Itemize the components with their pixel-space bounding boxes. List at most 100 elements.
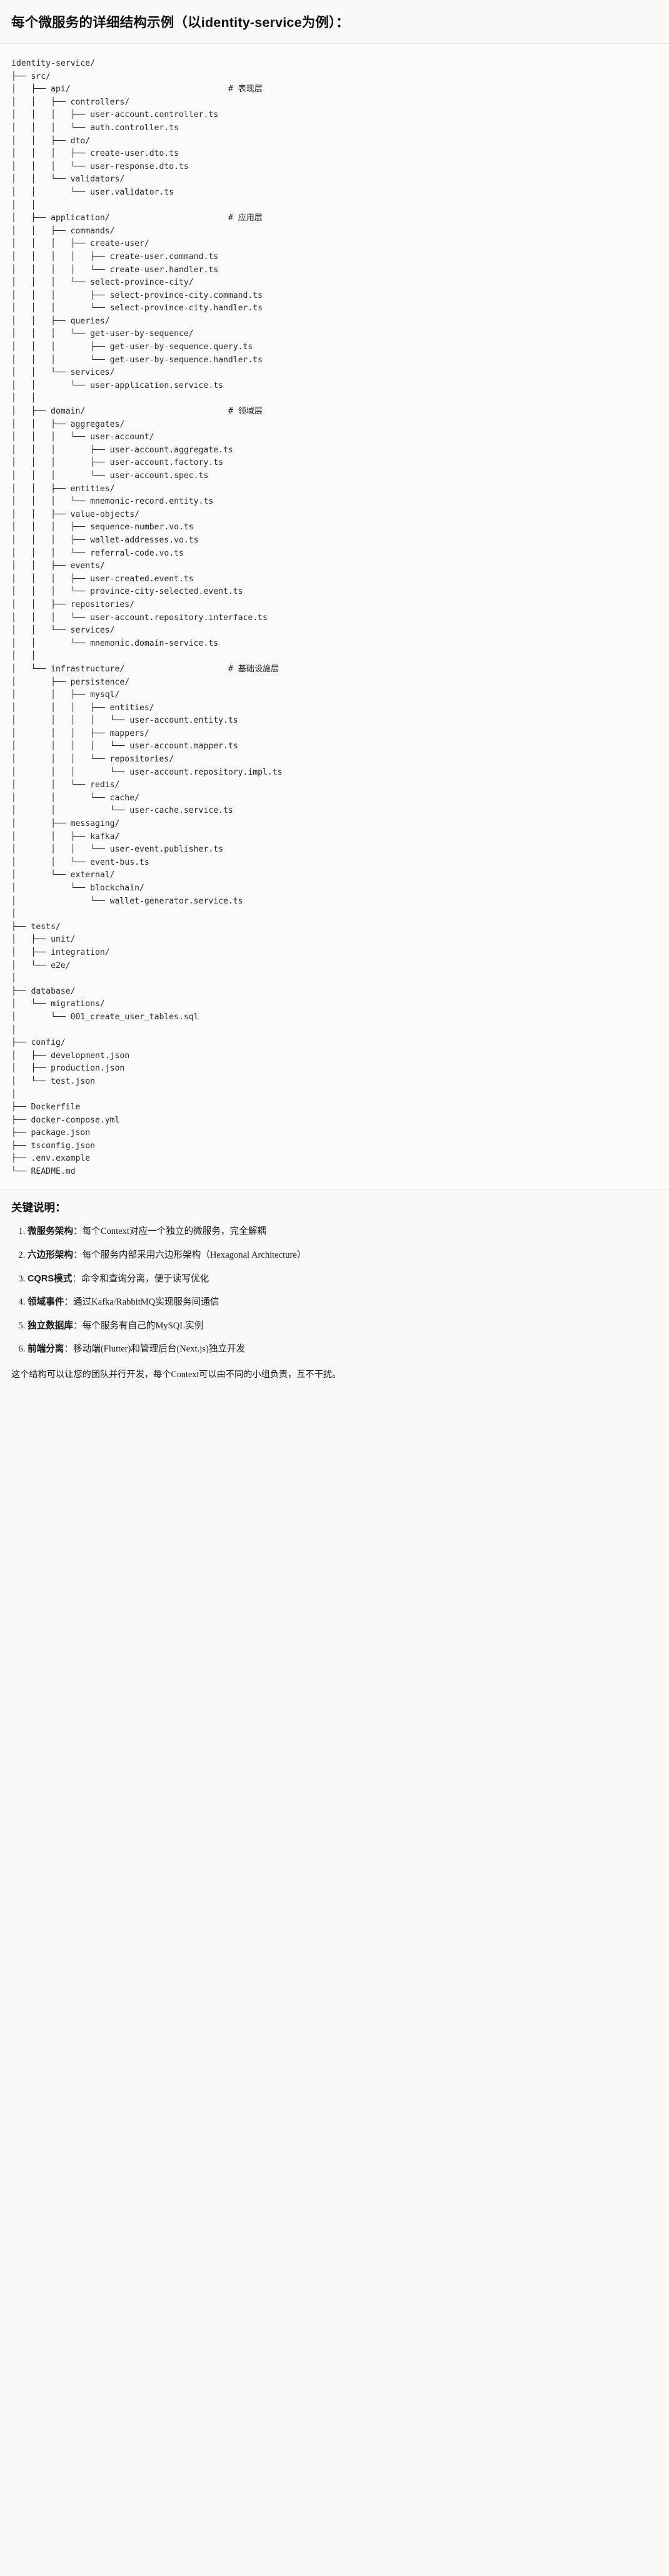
tree-line: │ └── test.json (11, 1077, 95, 1086)
tree-line: │ │ │ └── user-event.publisher.ts (11, 845, 223, 854)
tree-line: │ └── wallet-generator.service.ts (11, 897, 243, 906)
tree-line: │ │ └── validators/ (11, 175, 124, 184)
tree-line-path: │ │ │ ├── user-account.aggregate.ts (11, 445, 233, 455)
tree-line-path: │ │ │ └── user-account.repository.interf… (11, 613, 268, 623)
tree-line: ├── database/ (11, 987, 75, 996)
tree-line: │ ├── development.json (11, 1051, 129, 1061)
key-note-item: 前端分离：移动端(Flutter)和管理后台(Next.js)独立开发 (28, 1342, 658, 1357)
tree-line-path: │ │ │ ├── entities/ (11, 703, 154, 713)
tree-line: │ │ ├── aggregates/ (11, 420, 124, 429)
tree-line-path: │ (11, 909, 16, 919)
key-note-text: ：每个服务有自己的MySQL实例 (73, 1320, 204, 1331)
key-note-item: 六边形架构：每个服务内部采用六边形架构（Hexagonal Architectu… (28, 1248, 658, 1263)
tree-line-path: │ │ (11, 200, 36, 210)
tree-line: ├── src/ (11, 72, 51, 81)
tree-line-path: ├── tsconfig.json (11, 1141, 96, 1151)
tree-line-path: │ ├── unit/ (11, 935, 76, 945)
tree-line: ├── tsconfig.json (11, 1141, 95, 1151)
tree-line-path: │ ├── integration/ (11, 947, 110, 957)
tree-line-path: │ │ │ └── user-event.publisher.ts (11, 845, 223, 855)
tree-line-path: ├── tests/ (11, 922, 61, 932)
tree-line-path: │ │ ├── value-objects/ (11, 509, 139, 519)
tree-line-path: │ │ │ ├── sequence-number.vo.ts (11, 522, 194, 532)
tree-line: │ │ │ ├── entities/ (11, 703, 154, 713)
key-notes-title: 关键说明： (11, 1201, 66, 1214)
tree-line-path: │ │ ├── controllers/ (11, 97, 130, 107)
tree-line: │ │ │ └── user-account.repository.impl.t… (11, 768, 283, 777)
tree-line-path: │ │ │ └── province-city-selected.event.t… (11, 587, 243, 597)
tree-line: │ │ └── event-bus.ts (11, 858, 149, 867)
tree-line: │ │ │ │ └── user-account.entity.ts (11, 716, 238, 725)
tree-line: │ ├── unit/ (11, 935, 75, 944)
key-note-text: ：命令和查询分离，便于读写优化 (72, 1273, 209, 1284)
tree-line: │ │ │ └── get-user-by-sequence.handler.t… (11, 355, 263, 365)
tree-line-path: │ (11, 974, 16, 984)
key-note-label: 独立数据库 (28, 1320, 73, 1331)
tree-line: │ │ │ └── mnemonic-record.entity.ts (11, 497, 213, 506)
tree-line-path: │ (11, 1089, 16, 1099)
tree-line-path: │ │ │ └── user-response.dto.ts (11, 161, 189, 171)
tree-line: identity-service/ (11, 59, 95, 68)
tree-line: │ │ │ ├── user-account.aggregate.ts (11, 445, 233, 455)
tree-line: │ │ │ └── repositories/ (11, 755, 174, 764)
tree-line: │ ├── persistence/ (11, 678, 129, 687)
tree-line: │ │ ├── controllers/ (11, 98, 129, 107)
tree-line: ├── .env.example (11, 1154, 90, 1163)
tree-line-path: │ │ ├── events/ (11, 561, 105, 571)
tree-line-path: │ │ ├── dto/ (11, 136, 91, 146)
tree-line-path: │ │ │ └── user-account/ (11, 432, 154, 442)
tree-line: │ │ │ ├── user-account.controller.ts (11, 110, 218, 120)
tree-line-path: │ │ └── redis/ (11, 780, 120, 790)
tree-line-path: │ └── wallet-generator.service.ts (11, 896, 243, 906)
tree-line-path: │ │ │ │ └── create-user.handler.ts (11, 265, 219, 275)
tree-line-path: │ │ │ ├── user-account.controller.ts (11, 110, 219, 120)
tree-line-path: │ │ └── user-application.service.ts (11, 380, 223, 390)
tree-line: │ (11, 974, 16, 983)
tree-line-path: │ │ ├── repositories/ (11, 599, 135, 609)
key-note-item: 独立数据库：每个服务有自己的MySQL实例 (28, 1319, 658, 1333)
tree-line-path: │ │ └── mnemonic.domain-service.ts (11, 638, 219, 648)
tree-line-path: │ │ ├── kafka/ (11, 832, 120, 842)
tree-line: │ │ │ └── user-account/ (11, 432, 154, 442)
tree-line-path: │ │ └── services/ (11, 626, 115, 636)
tree-line-path: │ │ │ │ └── user-account.entity.ts (11, 716, 238, 726)
tree-line-path: │ │ │ ├── mappers/ (11, 728, 149, 738)
tree-line: │ │ │ ├── user-account.factory.ts (11, 458, 223, 467)
tree-line-path: │ │ │ ├── get-user-by-sequence.query.ts (11, 342, 253, 352)
key-note-text: ：每个服务内部采用六边形架构（Hexagonal Architecture） (73, 1250, 306, 1261)
tree-line-path: │ │ │ └── repositories/ (11, 755, 174, 765)
document-header: 每个微服务的详细结构示例（以identity-service为例）： (0, 0, 669, 44)
tree-line-path: │ └── test.json (11, 1076, 96, 1086)
tree-line-path: │ │ │ └── get-user-by-sequence/ (11, 329, 194, 339)
tree-line: │ │ (11, 201, 36, 210)
tree-line-path: ├── config/ (11, 1038, 66, 1048)
tree-line: │ │ ├── mysql/ (11, 690, 119, 700)
tree-line: │ │ └── cache/ (11, 793, 139, 803)
tree-line-path: │ ├── persistence/ (11, 677, 130, 687)
tree-line-path: │ ├── domain/ (11, 407, 86, 417)
tree-line: │ │ │ └── select-province-city/ (11, 278, 194, 287)
tree-line-path: │ │ (11, 651, 36, 661)
tree-line-path: │ │ │ ├── wallet-addresses.vo.ts (11, 535, 199, 545)
tree-line-path: │ │ │ └── get-user-by-sequence.handler.t… (11, 355, 263, 365)
tree-line: │ │ │ └── select-province-city.handler.t… (11, 303, 263, 313)
tree-line: │ │ │ ├── sequence-number.vo.ts (11, 522, 194, 532)
tree-line: │ └── migrations/ (11, 999, 105, 1009)
tree-line-path: ├── database/ (11, 986, 76, 996)
tree-line: │ │ │ ├── get-user-by-sequence.query.ts (11, 342, 253, 352)
tree-line-path: │ │ │ └── select-province-city.handler.t… (11, 303, 263, 313)
tree-line: │ │ ├── events/ (11, 561, 105, 571)
tree-line: │ │ │ └── user-account.repository.interf… (11, 613, 268, 623)
tree-line-path: │ ├── api/ (11, 84, 71, 94)
tree-line: ├── tests/ (11, 922, 61, 932)
tree-line: │ │ ├── queries/ (11, 317, 110, 326)
tree-line: │ │ └── redis/ (11, 780, 119, 790)
key-note-item: 领域事件：通过Kafka/RabbitMQ实现服务间通信 (28, 1295, 658, 1310)
tree-line: │ │ │ ├── create-user/ (11, 239, 149, 248)
tree-line: │ └── infrastructure/ # 基础设施层 (11, 664, 279, 674)
tree-line: │ (11, 1090, 16, 1099)
tree-line-path: │ │ │ └── select-province-city/ (11, 278, 194, 288)
tree-line-path: │ │ │ ├── create-user/ (11, 239, 149, 249)
tree-line: │ │ ├── entities/ (11, 484, 115, 494)
tree-line: │ │ ├── repositories/ (11, 600, 134, 609)
